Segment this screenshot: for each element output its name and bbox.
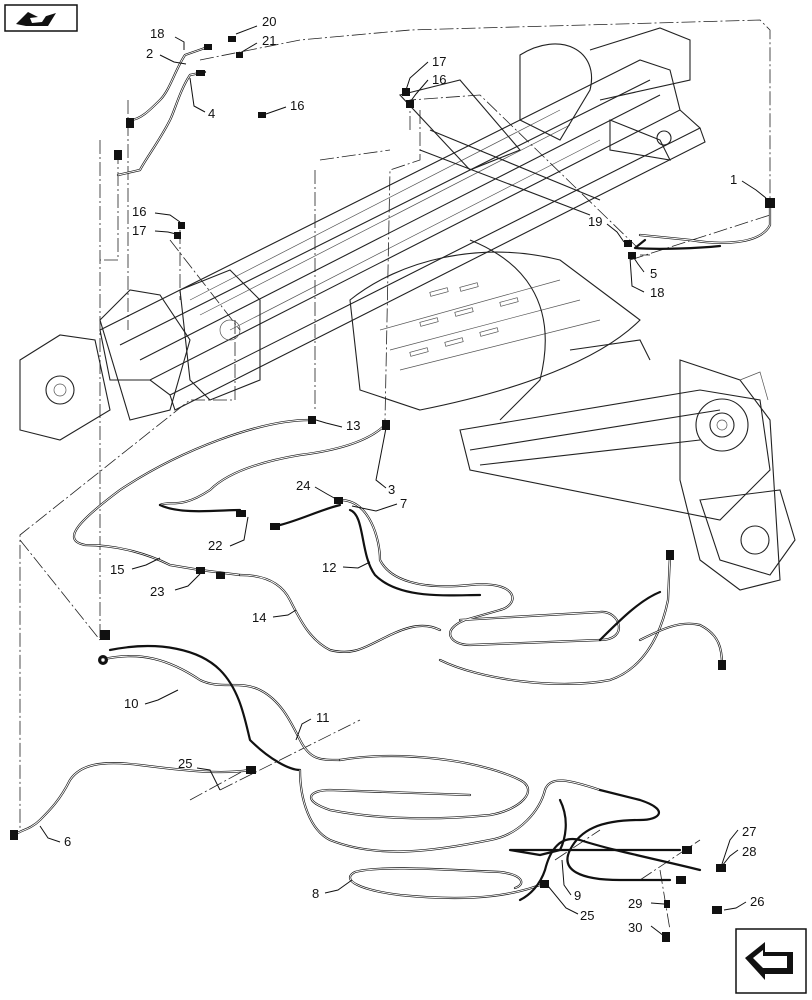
previous-page-arrow-icon[interactable] (735, 928, 807, 994)
construction-lines (19, 19, 771, 931)
callout-7: 7 (400, 496, 407, 511)
fitting-17b (174, 232, 181, 239)
panel-slots (409, 282, 519, 357)
callout-30: 30 (628, 920, 642, 935)
callout-20: 20 (262, 14, 276, 29)
fitting-4 (196, 70, 205, 76)
hydraulic-tubes (13, 46, 772, 902)
callout-13: 13 (346, 418, 360, 433)
fitting-1 (765, 198, 775, 208)
callout-18b: 18 (650, 285, 664, 300)
callout-6: 6 (64, 834, 71, 849)
fitting-23 (196, 567, 205, 574)
machine-frame (19, 27, 796, 591)
view-orientation-icon (4, 4, 78, 32)
callout-3: 3 (388, 482, 395, 497)
callout-25b: 25 (580, 908, 594, 923)
leader-lines (39, 25, 767, 937)
callout-21: 21 (262, 33, 276, 48)
callout-22: 22 (208, 538, 222, 553)
callout-16c: 16 (132, 204, 146, 219)
fitting-21 (236, 52, 243, 58)
fitting-16b (406, 100, 414, 108)
fitting-2-end (114, 150, 122, 160)
callout-25a: 25 (178, 756, 192, 771)
callout-2: 2 (146, 46, 153, 61)
fitting-19 (624, 240, 632, 247)
fitting-10-top (100, 630, 110, 640)
callout-labels: 18 20 2 21 4 16 17 16 16 17 1 19 5 18 13… (64, 14, 764, 935)
fitting-25b (540, 880, 549, 888)
callout-9: 9 (574, 888, 581, 903)
callout-11: 11 (316, 710, 330, 725)
callout-4: 4 (208, 106, 215, 121)
fitting-25a (246, 766, 256, 774)
callout-23: 23 (150, 584, 164, 599)
callout-27: 27 (742, 824, 756, 839)
callout-24: 24 (296, 478, 310, 493)
callout-16b: 16 (432, 72, 446, 87)
callout-1: 1 (730, 172, 737, 187)
callout-16a: 16 (290, 98, 304, 113)
fitting-24 (334, 497, 343, 504)
callout-26: 26 (750, 894, 764, 909)
fitting-9-end (676, 876, 686, 884)
fitting-23b (216, 572, 225, 579)
callout-12: 12 (322, 560, 336, 575)
fitting-22 (236, 510, 246, 517)
callout-15: 15 (110, 562, 124, 577)
callout-8: 8 (312, 886, 319, 901)
callout-28: 28 (742, 844, 756, 859)
callout-19: 19 (588, 214, 602, 229)
fitting-16a (258, 112, 266, 118)
fitting-right-end (718, 660, 726, 670)
fitting-13 (308, 416, 316, 424)
fitting-30 (662, 932, 670, 942)
callout-17b: 17 (132, 223, 146, 238)
callout-29: 29 (628, 896, 642, 911)
fitting-right-up (666, 550, 674, 560)
fitting-tee (228, 36, 236, 42)
fitting-17a (402, 88, 410, 96)
fitting-6 (10, 830, 18, 840)
fitting-20 (204, 44, 212, 50)
fitting-26 (712, 906, 722, 914)
callout-5: 5 (650, 266, 657, 281)
fitting-27 (682, 846, 692, 854)
fitting-4-end (126, 118, 134, 128)
fittings (10, 36, 775, 942)
callout-17a: 17 (432, 54, 446, 69)
fitting-3 (382, 420, 390, 430)
fitting-22b (270, 523, 280, 530)
callout-18a: 18 (150, 26, 164, 41)
fitting-28 (716, 864, 726, 872)
callout-10: 10 (124, 696, 138, 711)
fitting-29 (664, 900, 670, 908)
callout-14: 14 (252, 610, 266, 625)
fitting-16c (178, 222, 185, 229)
